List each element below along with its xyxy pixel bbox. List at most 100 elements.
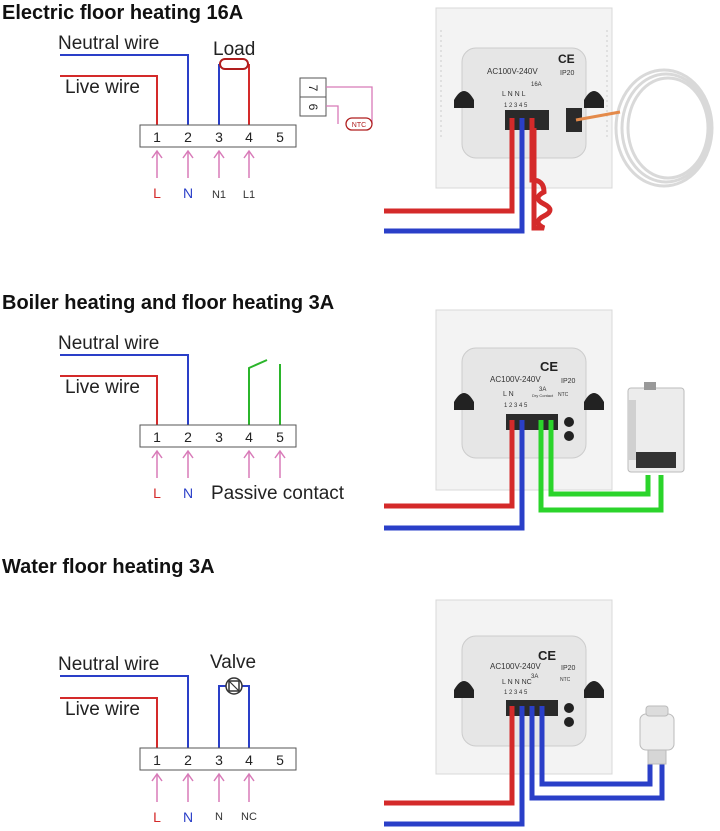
sensor-screws (566, 108, 582, 132)
ip-rating: IP20 (560, 70, 575, 77)
input-arrows (151, 149, 255, 178)
ntc-label: NTC (352, 122, 366, 129)
ntc-label: NTC (560, 677, 571, 683)
ce-mark: CE (558, 52, 575, 66)
section-boiler-heating: Boiler heating and floor heating 3A Neut… (0, 290, 720, 567)
terminal-label: 3 (215, 429, 223, 445)
thermostat-back-panel: CE AC100V-240V IP20 16A L N N L 1 2 3 4 … (435, 7, 613, 189)
terminal-screws (506, 414, 558, 430)
ce-mark: CE (538, 648, 556, 663)
section-title: Water floor heating 3A (2, 556, 215, 578)
current-rating: 3A (539, 387, 546, 393)
photo-contact-wire (548, 420, 651, 497)
section-electric-floor-heating: Electric floor heating 16A Neutral wire … (0, 0, 720, 277)
load-label: Load (213, 39, 255, 60)
terminal-label: 2 (184, 429, 192, 445)
valve-neutral-wire (218, 685, 227, 748)
terminal-label: 1 (153, 752, 161, 768)
pin-numbers: 1 2 3 4 5 (504, 690, 528, 696)
passive-contact-switch (248, 359, 268, 425)
sensor-terminal-label: 7 (306, 85, 320, 92)
wiring-diagram: Neutral wire Live wire Valve 1 2 3 4 5 L… (58, 599, 675, 827)
neutral-wire (60, 675, 189, 748)
valve-symbol (225, 677, 243, 695)
sensor-terminal-label: 6 (306, 104, 320, 111)
photo-valve-wire (539, 706, 653, 787)
thermostat-back-panel: CE AC100V-240V IP20 3A NTC L N N NC 1 2 … (435, 599, 613, 775)
ntc-label: NTC (558, 392, 569, 398)
photo-neutral-wire (384, 420, 525, 531)
terminal-label: 5 (276, 429, 284, 445)
terminal-function-label: N1 (212, 189, 226, 201)
valve-actuator (639, 705, 675, 765)
current-rating: 3A (531, 674, 538, 680)
photo-live-wire (384, 706, 515, 806)
terminal-function-label: N (183, 185, 193, 201)
terminal-function-label: L (153, 809, 161, 825)
mounting-slot-left (454, 91, 474, 108)
dry-contact-label: Dry Contact (532, 393, 554, 398)
terminal-label: 5 (276, 752, 284, 768)
wiring-diagram: Neutral wire Live wire 1 2 3 4 5 L N Pas… (58, 309, 685, 531)
sensor-terminal-block: 7 6 NTC (299, 77, 373, 131)
terminal-label: 1 (153, 429, 161, 445)
terminal-function-label: N (215, 811, 223, 823)
voltage-label: AC100V-240V (490, 375, 541, 384)
photo-valve-wire (529, 706, 665, 801)
terminal-label: 2 (184, 752, 192, 768)
load-symbol (219, 58, 249, 70)
photo-neutral-wire (384, 118, 525, 234)
terminal-label: 5 (276, 129, 284, 145)
terminal-label: 3 (215, 752, 223, 768)
terminal-block: 1 2 3 4 5 (139, 124, 297, 148)
input-arrows (151, 449, 286, 478)
section-title: Electric floor heating 16A (2, 2, 244, 24)
terminal-function-label: N (183, 809, 193, 825)
photo-neutral-wire (384, 706, 525, 827)
neutral-wire-label: Neutral wire (58, 333, 159, 354)
neutral-wire-label: Neutral wire (58, 33, 159, 54)
live-wire (60, 697, 158, 748)
ntc-sensor-cable (575, 68, 714, 188)
voltage-label: AC100V-240V (487, 67, 538, 76)
neutral-wire-label: Neutral wire (58, 654, 159, 675)
current-rating: 16A (531, 82, 542, 88)
terminal-block: 1 2 3 4 5 (139, 747, 297, 771)
terminal-function-label: N (183, 485, 193, 501)
pin-letters: L N N L (502, 91, 526, 98)
photo-contact-wire (538, 420, 664, 513)
neutral-wire (60, 54, 189, 125)
passive-contact-label: Passive contact (211, 483, 345, 504)
live-wire (60, 375, 158, 425)
valve-nc-wire (241, 685, 250, 748)
ntc-sensor-symbol (345, 117, 373, 131)
live-wire (60, 75, 158, 125)
photo-live-wire (384, 420, 515, 509)
voltage-label: AC100V-240V (490, 662, 541, 671)
live-wire-label: Live wire (65, 699, 140, 720)
live-wire-label: Live wire (65, 77, 140, 98)
section-title: Boiler heating and floor heating 3A (2, 292, 335, 314)
live-wire-label: Live wire (65, 377, 140, 398)
pin-numbers: 1 2 3 4 5 (504, 103, 528, 109)
ce-mark: CE (540, 359, 558, 374)
terminal-label: 4 (245, 429, 253, 445)
pin-numbers: 1 2 3 4 5 (504, 403, 528, 409)
boiler-unit (627, 382, 685, 473)
terminal-function-label: NC (241, 811, 257, 823)
photo-live-wire (384, 118, 515, 214)
terminal-label: 4 (245, 129, 253, 145)
terminal-function-label: L (153, 485, 161, 501)
valve-label: Valve (210, 652, 256, 673)
wiring-diagram: Neutral wire Live wire Load 1 2 3 4 5 L … (58, 7, 714, 234)
terminal-label: 4 (245, 752, 253, 768)
terminal-label: 1 (153, 129, 161, 145)
terminal-label: 2 (184, 129, 192, 145)
terminal-block: 1 2 3 4 5 (139, 424, 297, 448)
terminal-screws (505, 110, 549, 130)
pin-letters: L N N NC (502, 679, 532, 686)
ip-rating: IP20 (561, 665, 576, 672)
pin-letters: L N (503, 391, 514, 398)
terminal-function-label: L (153, 185, 161, 201)
terminal-function-label: L1 (243, 189, 255, 201)
